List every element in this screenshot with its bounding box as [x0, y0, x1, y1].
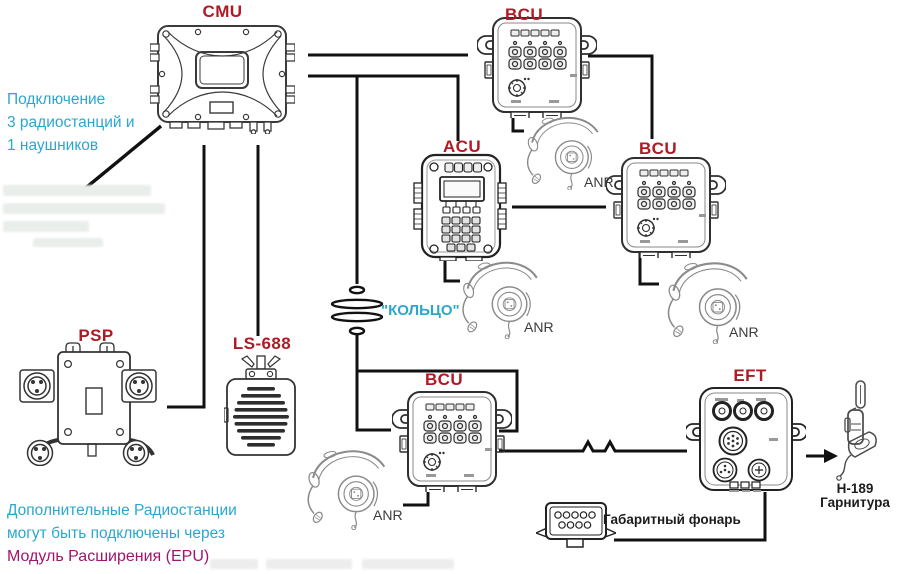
radio-note-line-2: 3 радиостанций и	[7, 114, 135, 131]
acu-label: ACU	[442, 137, 482, 156]
bcu-bottom-label: BCU	[424, 370, 464, 389]
anr-headset-2	[660, 252, 766, 344]
anr-label-3: ANR	[524, 319, 554, 335]
radio-note-line-3: 1 наушников	[7, 137, 99, 154]
bcu-right-device	[606, 154, 726, 258]
h189-model-label: Н-189	[836, 481, 874, 496]
psp-label: PSP	[78, 326, 114, 345]
ghost-bar	[266, 559, 352, 569]
expansion-note: Дополнительные Радиостанции могут быть п…	[7, 500, 237, 568]
bcu-right-label: BCU	[638, 139, 678, 158]
anr-label-2: ANR	[729, 324, 759, 340]
eft-label: EFT	[733, 366, 767, 385]
marker-light-label: Габаритный фонарь	[603, 512, 741, 527]
anr-headset-4	[300, 440, 403, 530]
anr-label-4: ANR	[373, 507, 403, 523]
anr-headset-1	[520, 108, 615, 190]
bcu-top-device	[477, 14, 597, 118]
expansion-note-line-1: Дополнительные Радиостанции	[7, 502, 237, 519]
anr-headset-3	[455, 252, 555, 339]
ls688-device	[224, 354, 298, 458]
h189-handset	[826, 380, 882, 482]
cmu-label: CMU	[202, 2, 243, 21]
bcu-bottom-device	[392, 388, 512, 492]
anr-label-1: ANR	[584, 174, 614, 190]
psp-device	[18, 342, 158, 466]
marker-light-device	[536, 496, 616, 550]
ls688-label: LS-688	[232, 334, 292, 353]
ghost-bar	[210, 559, 258, 569]
acu-device	[412, 153, 508, 261]
ghost-text-line	[3, 185, 151, 196]
ghost-text-line	[33, 238, 103, 247]
radio-connection-note: Подключение 3 радиостанций и 1 наушников	[7, 88, 135, 157]
ring-label: "КОЛЬЦО"	[381, 302, 460, 319]
ghost-text-line	[3, 221, 89, 232]
ghost-bar	[362, 559, 454, 569]
expansion-note-line-3: Модуль Расширения (EPU)	[7, 548, 210, 565]
eft-device	[686, 386, 806, 492]
h189-name-label: Гарнитура	[820, 495, 890, 510]
cmu-device	[150, 22, 295, 134]
bcu-top-label: BCU	[504, 5, 544, 24]
ghost-text-line	[3, 203, 165, 214]
expansion-note-line-2: могут быть подключены через	[7, 524, 225, 542]
slip-ring-symbol	[330, 285, 384, 336]
radio-note-line-1: Подключение	[7, 91, 106, 108]
